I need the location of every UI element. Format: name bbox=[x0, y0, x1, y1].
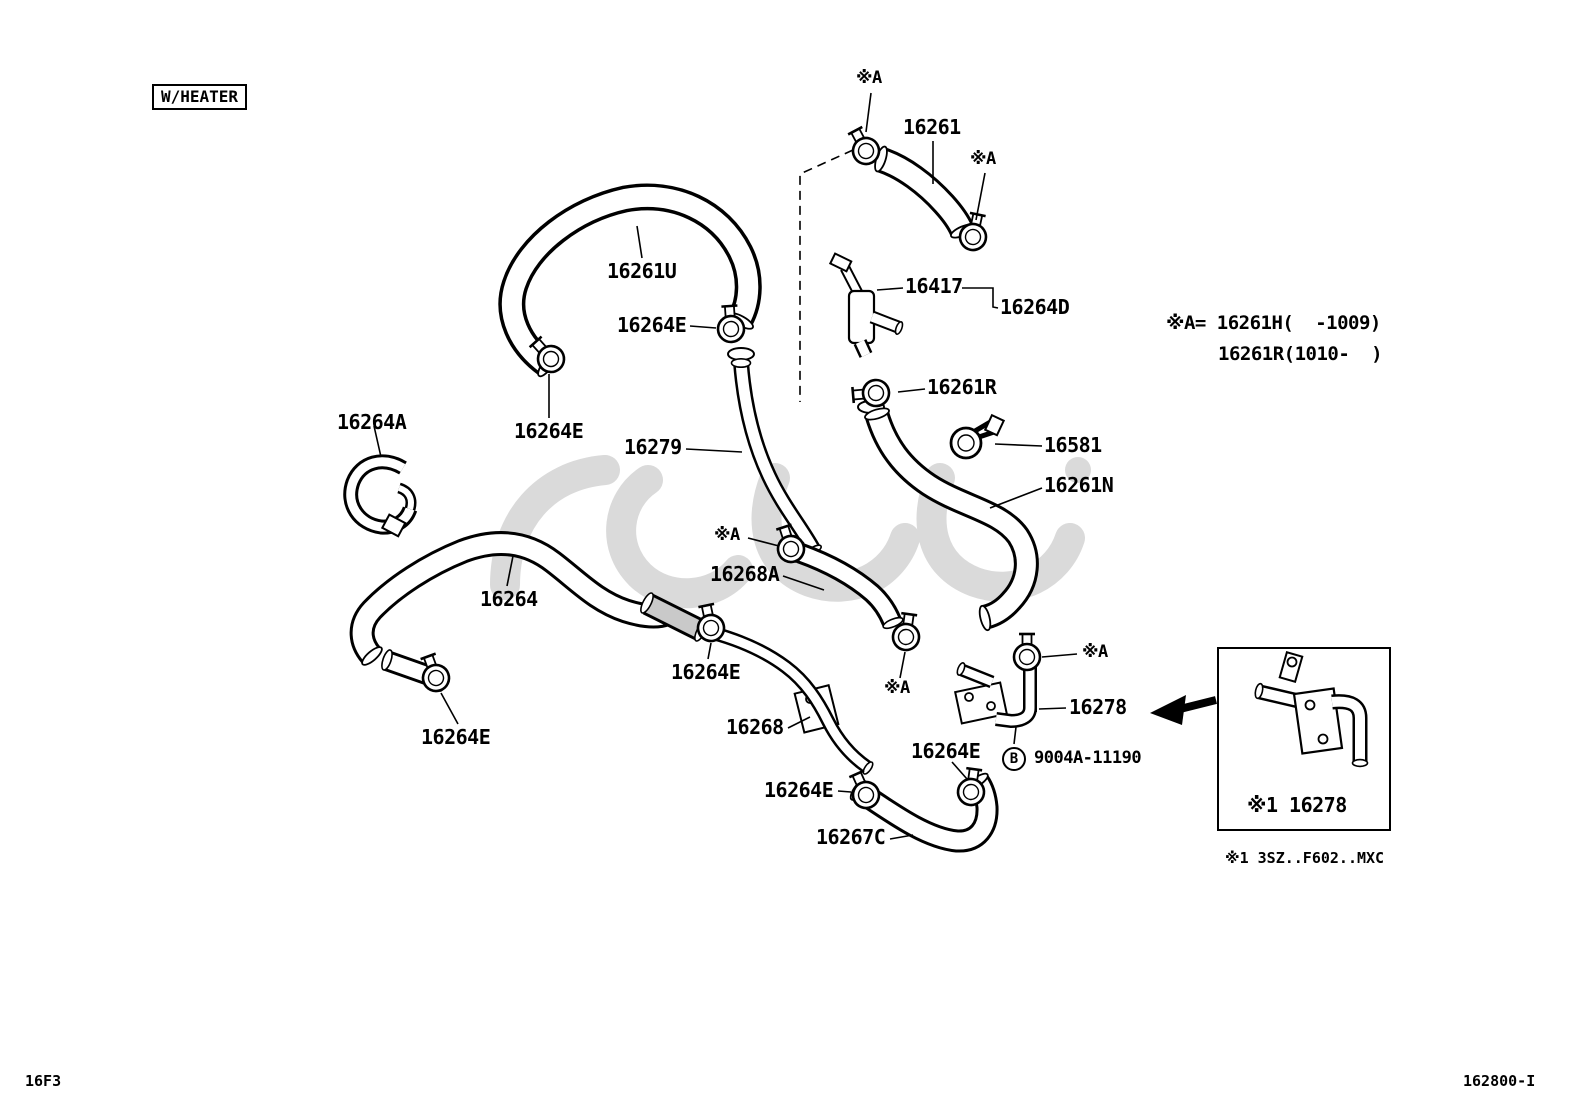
marker-xa-4: ※A bbox=[1082, 642, 1108, 662]
part-label-16264e-6: 16264E bbox=[764, 778, 834, 802]
bolt-part-number: 9004A-11190 bbox=[1034, 748, 1142, 768]
legend-line-2: 16261R(1010- ) bbox=[1218, 343, 1383, 365]
part-label-16267c: 16267C bbox=[816, 825, 886, 849]
valve-16417 bbox=[828, 252, 904, 358]
part-label-16264a: 16264A bbox=[337, 410, 407, 434]
leader-lines bbox=[373, 92, 1078, 840]
part-label-16264d: 16264D bbox=[1000, 295, 1070, 319]
variant-tag: W/HEATER bbox=[152, 84, 248, 110]
marker-xa-1: ※A bbox=[856, 68, 882, 88]
clamp-xa-4 bbox=[1012, 632, 1042, 672]
part-label-16264: 16264 bbox=[480, 587, 538, 611]
part-label-16261: 16261 bbox=[903, 115, 961, 139]
marker-xa-2: ※A bbox=[970, 149, 996, 169]
marker-xa-3: ※A bbox=[714, 525, 740, 545]
clamp-16261r bbox=[850, 377, 892, 410]
footer-figure-code: 162800-I bbox=[1463, 1072, 1536, 1090]
watermark-logo bbox=[490, 455, 1091, 609]
part-label-16279: 16279 bbox=[624, 435, 682, 459]
inset-detail-box bbox=[1217, 647, 1391, 831]
part-label-16261r: 16261R bbox=[927, 375, 997, 399]
part-label-16264e-5: 16264E bbox=[911, 739, 981, 763]
part-label-16278: 16278 bbox=[1069, 695, 1127, 719]
footnote: ※1 3SZ..F602..MXC bbox=[1225, 849, 1385, 867]
part-label-16264e-2: 16264E bbox=[514, 419, 584, 443]
marker-xa-5: ※A bbox=[884, 678, 910, 698]
part-label-16268a: 16268A bbox=[710, 562, 780, 586]
legend-line-1: ※A= 16261H( -1009) bbox=[1166, 312, 1381, 334]
hose-16261n bbox=[857, 400, 1039, 632]
pipe-16268 bbox=[711, 626, 874, 775]
part-label-16268: 16268 bbox=[726, 715, 784, 739]
hose-16261 bbox=[874, 145, 977, 239]
part-label-16417: 16417 bbox=[905, 274, 963, 298]
inset-caption: ※1 16278 bbox=[1247, 793, 1347, 817]
footer-page-code: 16F3 bbox=[25, 1072, 62, 1090]
part-label-16264e-1: 16264E bbox=[617, 313, 687, 337]
pipe-16278 bbox=[953, 654, 1038, 729]
clip-16264a bbox=[343, 454, 418, 538]
part-label-16261n: 16261N bbox=[1044, 473, 1114, 497]
inset-pointer-arrow bbox=[1150, 695, 1217, 725]
pipe-16279 bbox=[727, 347, 822, 556]
assembly-dashed-line bbox=[799, 149, 854, 402]
part-label-16261u: 16261U bbox=[607, 259, 677, 283]
part-label-16581: 16581 bbox=[1044, 433, 1102, 457]
part-label-16264e-4: 16264E bbox=[421, 725, 491, 749]
bolt-circle-marker: B bbox=[1002, 747, 1026, 771]
part-label-16264e-3: 16264E bbox=[671, 660, 741, 684]
clamp-16581 bbox=[949, 413, 1006, 460]
